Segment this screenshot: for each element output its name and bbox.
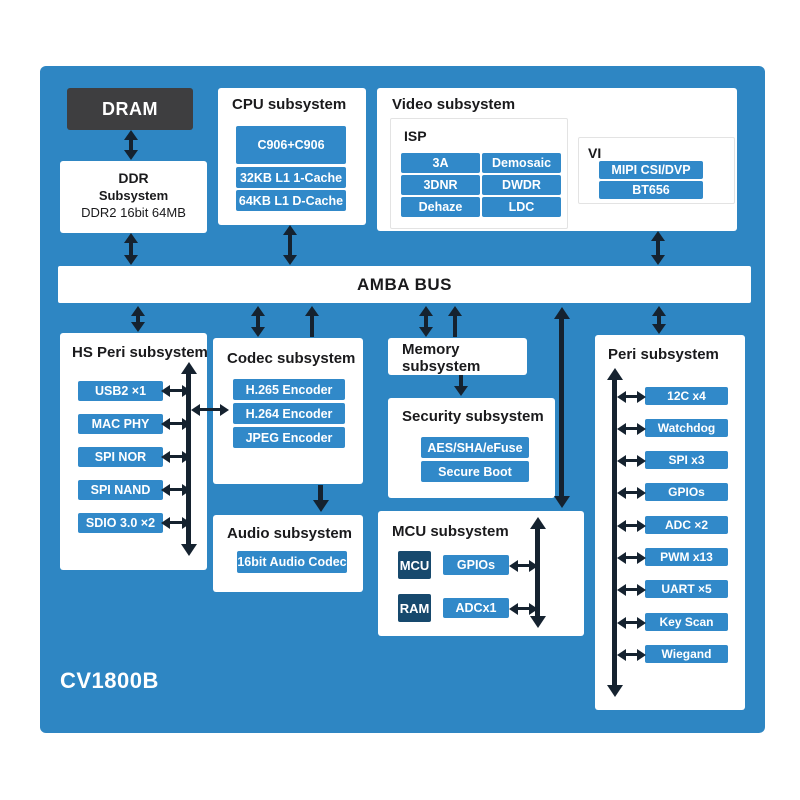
arrow-cpu-bus: [288, 235, 292, 255]
isp-cell-3dnr: 3DNR: [401, 175, 480, 195]
hs-peri-item-usb2: USB2 ×1: [78, 381, 163, 401]
video-subsystem-title: Video subsystem: [392, 96, 516, 113]
isp-cell-3a: 3A: [401, 153, 480, 173]
arrow-mcu-spine: [535, 529, 540, 616]
arrow-uart-spine: [626, 588, 637, 591]
arrow-gpios-spine: [518, 564, 529, 567]
arrow-pwm-spine: [626, 556, 637, 559]
isp-cell-ldc: LDC: [482, 197, 561, 217]
ddr-subtitle: Subsystem: [98, 188, 169, 203]
arrow-spinand-spine: [170, 488, 182, 491]
arrow-macphy-spine: [170, 422, 182, 425]
ddr-title: DDR: [118, 170, 149, 186]
arrow-memory-security: [459, 375, 463, 386]
mcu-title: MCU subsystem: [392, 523, 509, 540]
dram-label: DRAM: [102, 98, 158, 119]
arrow-adcx1-spine: [518, 607, 529, 610]
isp-cell-dwdr: DWDR: [482, 175, 561, 195]
memory-subsystem-block: [388, 338, 527, 375]
peri-item-adc: ADC ×2: [645, 516, 728, 534]
peri-item-wiegand: Wiegand: [645, 645, 728, 663]
peri-item-pwm: PWM x13: [645, 548, 728, 566]
vi-mipi-block: MIPI CSI/DVP: [599, 161, 703, 179]
hs-peri-item-mac-phy: MAC PHY: [78, 414, 163, 434]
arrow-codec-audio: [318, 485, 323, 500]
arrow-bus-memory-2: [453, 316, 457, 337]
arrow-usb2-spine: [170, 389, 182, 392]
security-item-aes: AES/SHA/eFuse: [421, 437, 529, 458]
hs-peri-title: HS Peri subsystem: [72, 344, 208, 361]
arrow-adc-spine: [626, 524, 637, 527]
arrow-perigpios-spine: [626, 491, 637, 494]
peri-item-spi: SPI x3: [645, 451, 728, 469]
codec-title: Codec subsystem: [227, 350, 356, 367]
cpu-subsystem-title: CPU subsystem: [232, 96, 347, 113]
arrow-sdio-spine: [170, 521, 182, 524]
arrow-i2c-spine: [626, 395, 637, 398]
hs-peri-item-sdio: SDIO 3.0 ×2: [78, 513, 163, 533]
chip-name-label: CV1800B: [60, 668, 159, 693]
arrow-bus-memory-1: [424, 316, 428, 327]
hs-peri-item-spi-nand: SPI NAND: [78, 480, 163, 500]
arrow-spi-spine: [626, 459, 637, 462]
security-item-boot: Secure Boot: [421, 461, 529, 482]
isp-cell-dehaze: Dehaze: [401, 197, 480, 217]
security-title: Security subsystem: [402, 408, 544, 425]
arrow-spinor-spine: [170, 455, 182, 458]
cpu-dcache-block: 64KB L1 D-Cache: [236, 190, 346, 211]
arrow-bus-codec-1: [256, 316, 260, 327]
peri-item-keyscan: Key Scan: [645, 613, 728, 631]
peri-title: Peri subsystem: [608, 346, 719, 363]
isp-title: ISP: [404, 128, 427, 144]
peri-item-i2c: 12C x4: [645, 387, 728, 405]
arrow-video-bus: [656, 241, 660, 255]
arrow-ddr-bus: [129, 243, 133, 255]
arrow-hsperi-codec: [200, 408, 220, 411]
memory-title: Memory subsystem: [402, 341, 481, 375]
arrow-peri-spine: [612, 380, 617, 685]
codec-item-jpeg: JPEG Encoder: [233, 427, 345, 448]
hs-peri-item-spi-nor: SPI NOR: [78, 447, 163, 467]
arrow-wiegand-spine: [626, 653, 637, 656]
mcu-item-adc: ADCx1: [443, 598, 509, 618]
vi-bt656-block: BT656: [599, 181, 703, 199]
arrow-dram-ddr: [129, 140, 133, 150]
dram-block: DRAM: [67, 88, 193, 130]
peri-item-gpios: GPIOs: [645, 483, 728, 501]
cpu-icache-block: 32KB L1 1-Cache: [236, 167, 346, 188]
mcu-tag-ram: RAM: [398, 594, 431, 622]
cpu-core-block: C906+C906: [236, 126, 346, 164]
peri-item-uart: UART ×5: [645, 580, 728, 598]
amba-bus-bar: AMBA BUS: [58, 266, 751, 303]
isp-cell-demosaic: Demosaic: [482, 153, 561, 173]
codec-item-h264: H.264 Encoder: [233, 403, 345, 424]
mcu-tag-mcu: MCU: [398, 551, 431, 579]
vi-title: VI: [588, 145, 602, 161]
arrow-bus-peri: [657, 316, 661, 324]
arrow-bus-hsperi: [136, 316, 140, 322]
arrow-watchdog-spine: [626, 427, 637, 430]
arrow-keyscan-spine: [626, 621, 637, 624]
audio-title: Audio subsystem: [227, 525, 353, 542]
amba-bus-label: AMBA BUS: [357, 274, 452, 294]
ddr-subsystem-block: DDR Subsystem DDR2 16bit 64MB: [60, 161, 207, 233]
ddr-spec: DDR2 16bit 64MB: [81, 205, 186, 220]
audio-codec-block: 16bit Audio Codec: [237, 551, 347, 573]
peri-item-watchdog: Watchdog: [645, 419, 728, 437]
arrow-bus-mcu: [559, 319, 564, 496]
mcu-item-gpios: GPIOs: [443, 555, 509, 575]
codec-item-h265: H.265 Encoder: [233, 379, 345, 400]
arrow-bus-codec-2: [310, 316, 314, 337]
